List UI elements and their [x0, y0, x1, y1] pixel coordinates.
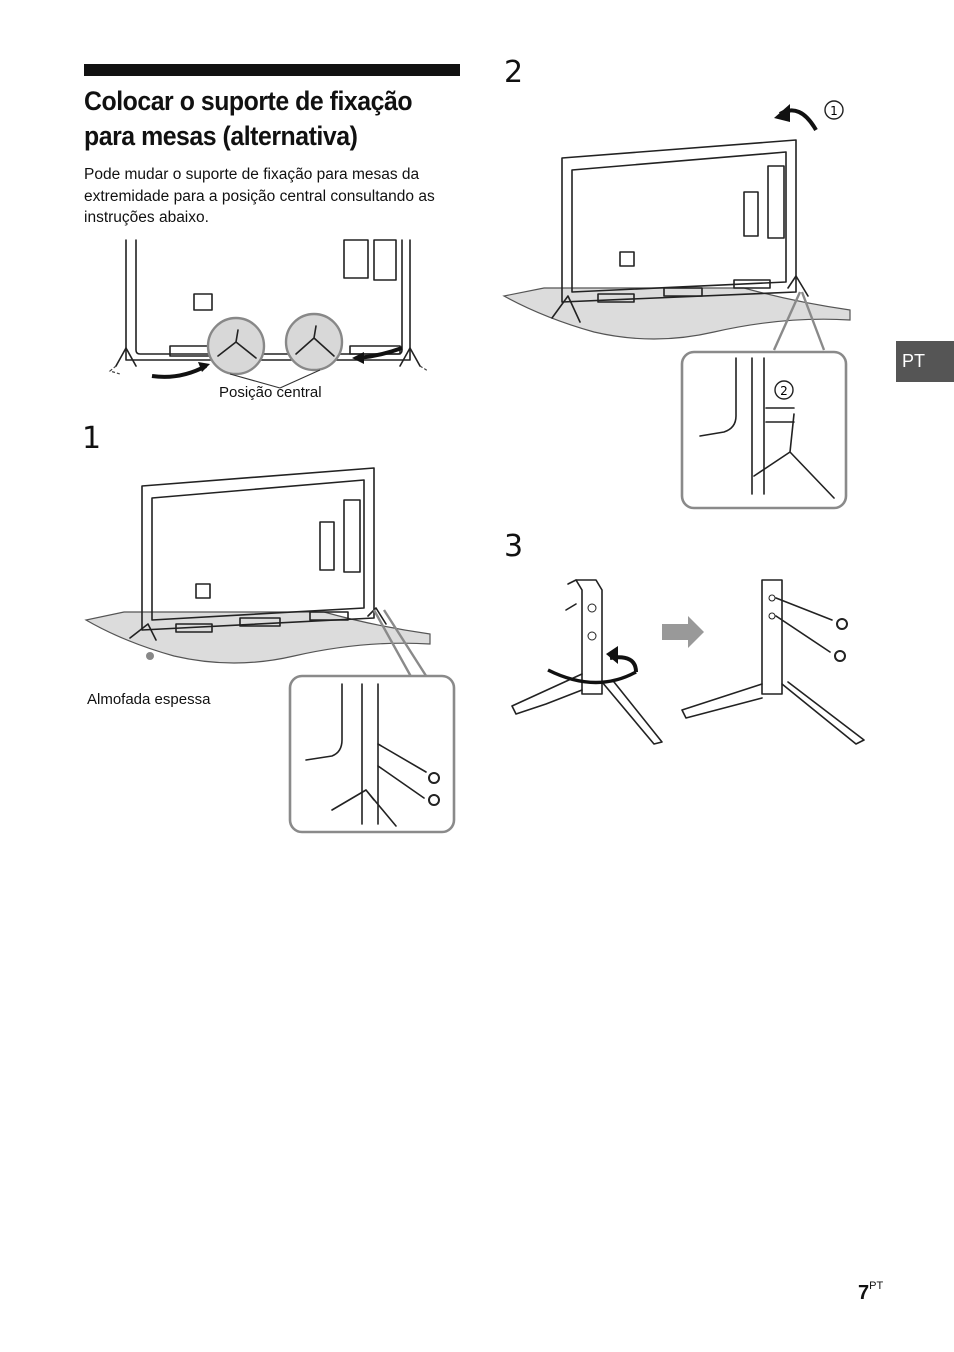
language-tab: PT: [896, 341, 954, 382]
page-title: Colocar o suporte de fixação para mesas …: [84, 84, 434, 154]
step-number-2: 2: [504, 55, 524, 90]
page-number: 7PT: [858, 1280, 884, 1305]
step-number-3: 3: [504, 529, 524, 564]
title-line-1: Colocar o suporte de fixação: [84, 86, 413, 116]
intro-paragraph: Pode mudar o suporte de fixação para mes…: [84, 166, 435, 226]
central-position-label: Posição central: [219, 384, 322, 401]
page-number-value: 7: [858, 1282, 870, 1304]
thick-cushion-label: Almofada espessa: [87, 691, 211, 708]
title-line-2: para mesas (alternativa): [84, 121, 358, 151]
section-heading-bar: [84, 64, 460, 76]
step2-illustration: 1 2: [502, 100, 851, 510]
page-number-suffix: PT: [869, 1280, 884, 1292]
callout-2: 2: [780, 384, 788, 398]
step-number-1: 1: [82, 421, 102, 456]
overview-illustration: [108, 239, 429, 389]
step3-illustration: [511, 579, 865, 745]
callout-1: 1: [830, 104, 838, 118]
step1-illustration: [84, 467, 456, 834]
